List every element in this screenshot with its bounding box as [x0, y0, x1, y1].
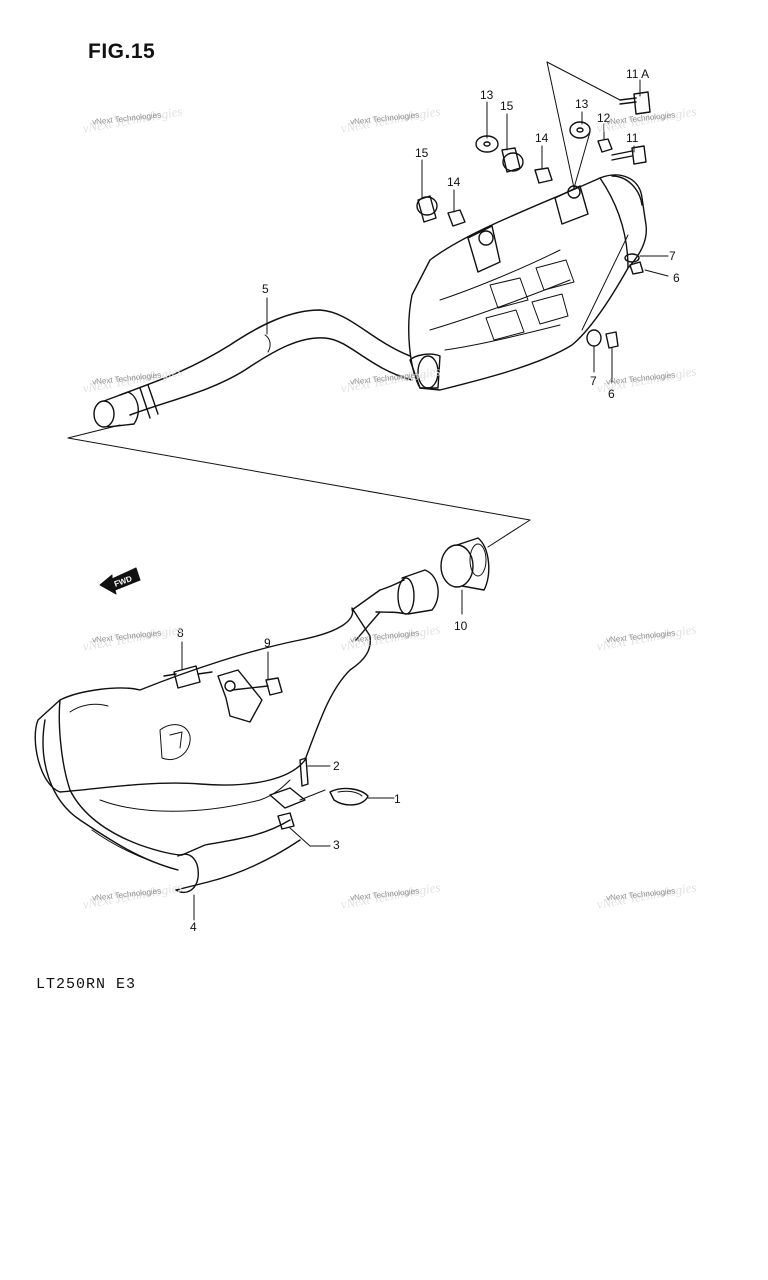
callout-4: 4 [190, 920, 197, 934]
exhaust-hardware [163, 665, 369, 830]
callout-8: 8 [177, 626, 184, 640]
forward-arrow: FWD [99, 567, 141, 595]
callout-13-right: 13 [575, 97, 589, 111]
figure-title: FIG.15 [88, 40, 156, 63]
callout-11: 11 [626, 131, 639, 145]
callout-7-right: 7 [669, 249, 676, 263]
exhaust-pipe [34, 537, 490, 894]
callout-6-bottom: 6 [608, 387, 615, 401]
callout-14-lower: 14 [447, 175, 461, 189]
model-code: LT250RN E3 [36, 976, 137, 993]
callout-14-upper: 14 [535, 131, 549, 145]
callout-13-left: 13 [480, 88, 494, 102]
callout-labels: 1 2 3 4 5 6 6 7 7 8 9 10 11 11 A 12 13 1… [177, 67, 680, 934]
callout-15-upper: 15 [500, 99, 514, 113]
callout-2: 2 [333, 759, 340, 773]
callout-15-lower: 15 [415, 146, 429, 160]
exhaust-connector-pipe [93, 309, 413, 428]
callout-10: 10 [454, 619, 468, 633]
assembly-reference-lines [67, 61, 629, 548]
callout-leaders [181, 79, 669, 921]
callout-1: 1 [394, 792, 401, 806]
callout-5: 5 [262, 282, 269, 296]
callout-3: 3 [333, 838, 340, 852]
muffler-body [408, 174, 647, 391]
callout-11a: 11 A [626, 67, 649, 81]
callout-7-bottom: 7 [590, 374, 597, 388]
callout-6-right: 6 [673, 271, 680, 285]
callout-9: 9 [264, 636, 271, 650]
muffler-hardware [416, 91, 651, 349]
callout-12: 12 [597, 111, 611, 125]
